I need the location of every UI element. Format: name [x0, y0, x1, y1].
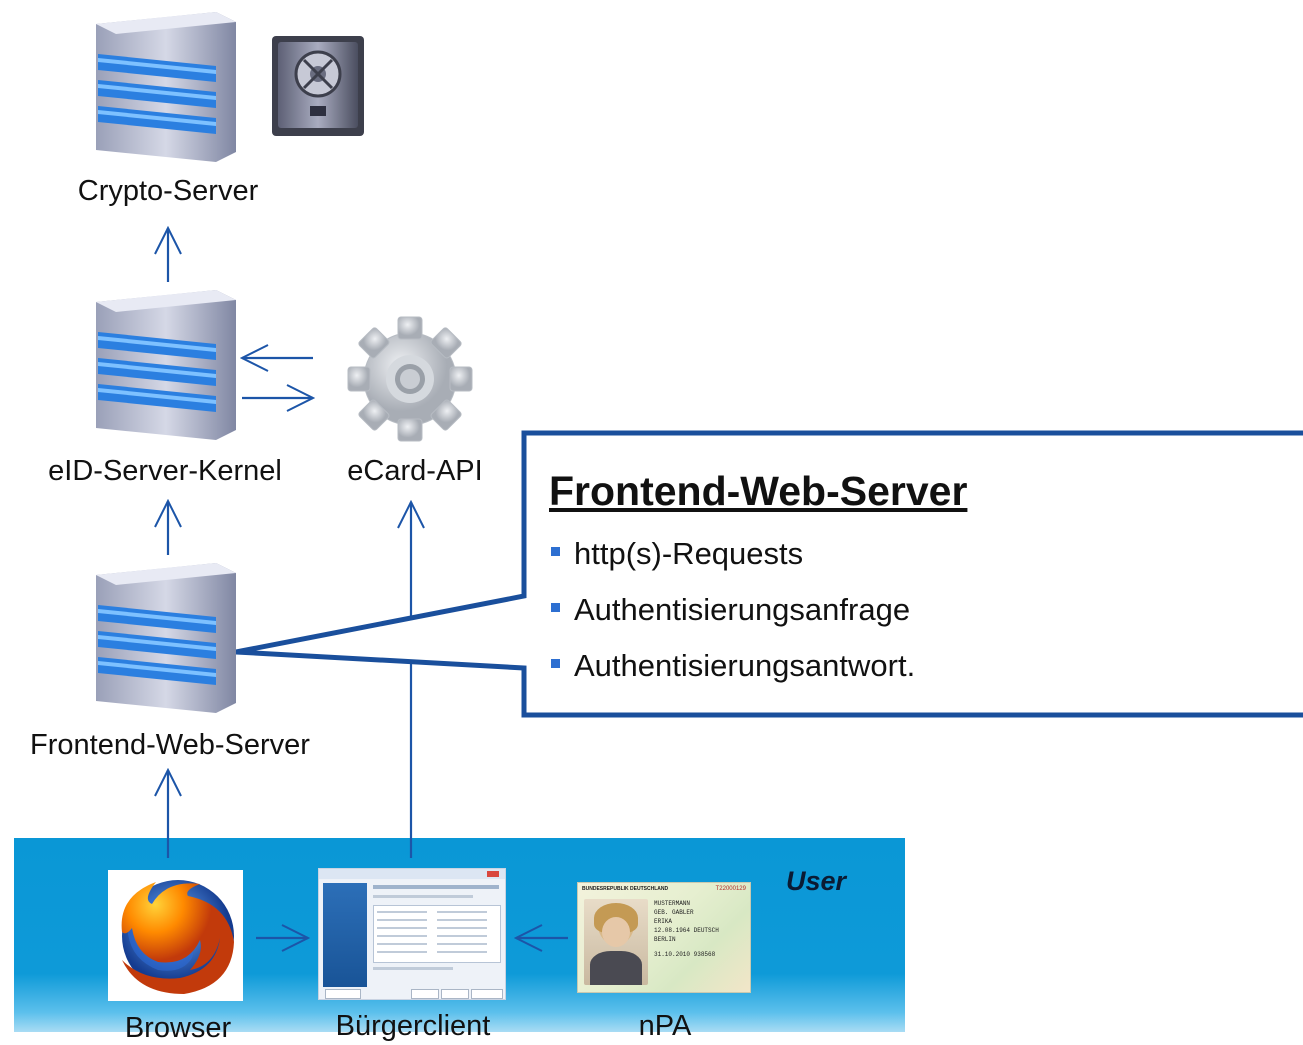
id-card-can: 938568	[693, 951, 716, 958]
gear-icon	[347, 316, 473, 442]
server-icon	[96, 563, 236, 713]
id-card-place: BERLIN	[654, 936, 676, 943]
id-card-given-name: ERIKA	[654, 918, 673, 925]
id-card-header: BUNDESREPUBLIK DEUTSCHLAND	[582, 886, 669, 892]
server-icon	[96, 12, 236, 162]
bullet-icon	[551, 659, 560, 669]
label-frontend-web-server: Frontend-Web-Server	[30, 729, 310, 761]
label-npa: nPA	[638, 1010, 692, 1042]
safe-icon	[272, 36, 364, 136]
callout-bullet: Authentisierungsanfrage	[551, 592, 910, 628]
label-ecard-api: eCard-API	[347, 455, 483, 487]
id-card-nationality: DEUTSCH	[693, 927, 719, 934]
callout-bullet: Authentisierungsantwort.	[551, 648, 915, 684]
callout-bullet-text: Authentisierungsanfrage	[574, 592, 911, 627]
id-card-surname: MUSTERMANN	[654, 900, 691, 907]
label-crypto-server: Crypto-Server	[77, 175, 259, 207]
id-card-birth-date: 12.08.1964	[654, 927, 691, 934]
label-eid-server-kernel: eID-Server-Kernel	[48, 455, 282, 487]
id-card-number: T22000129	[715, 886, 746, 892]
callout-bullet-text: http(s)-Requests	[574, 536, 804, 571]
callout-bullet-text: Authentisierungsantwort.	[574, 648, 916, 683]
bullet-icon	[551, 603, 560, 613]
id-card-icon: BUNDESREPUBLIK DEUTSCHLAND T22000129 MUS…	[577, 882, 751, 993]
bullet-icon	[551, 547, 560, 557]
firefox-icon	[108, 870, 243, 1001]
id-card-expiry: 31.10.2010	[654, 951, 691, 958]
server-icon	[96, 290, 236, 440]
label-buergerclient: Bürgerclient	[335, 1010, 491, 1042]
user-zone-label: User	[786, 866, 847, 896]
callout-bullet: http(s)-Requests	[551, 536, 803, 572]
callout-title: Frontend-Web-Server	[549, 468, 968, 514]
label-browser: Browser	[124, 1012, 232, 1044]
id-card-birth-name: GEB. GABLER	[654, 909, 694, 916]
window-icon	[318, 868, 506, 1000]
